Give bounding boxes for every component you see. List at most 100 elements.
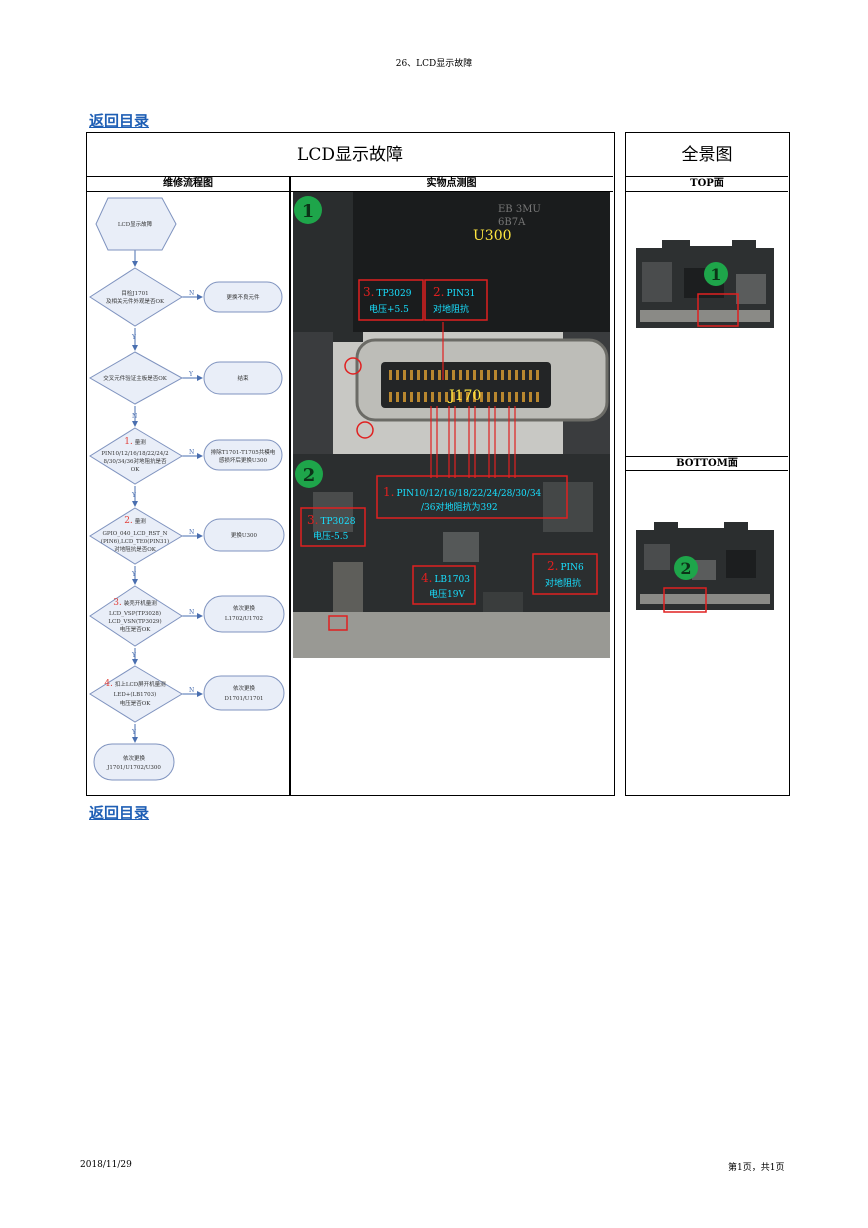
back-to-toc-link-top[interactable]: 返回目录	[89, 112, 150, 130]
repair-table: LCD显示故障 维修流程图 实物点测图	[86, 132, 615, 796]
flow-d4-line: GPIO_040_LCD_RST_N	[103, 531, 168, 537]
flow-result-3	[203, 439, 283, 471]
chip-marking: EB 3MU	[498, 204, 541, 215]
yes-label: Y	[131, 729, 137, 736]
flow-r3-line: 感损坏后更换U300	[219, 456, 268, 464]
connector-label: J170	[447, 388, 481, 404]
annotation-text: 电压19V	[429, 588, 465, 600]
flow-d3-line: PIN10/12/16/18/22/24/2	[101, 451, 168, 457]
annotation-box	[376, 475, 568, 519]
flow-d5-line: LCD_VSN(TP3029)	[108, 618, 161, 625]
table-title: LCD显示故障	[87, 133, 613, 177]
svg-text:1: 1	[710, 265, 721, 284]
flow-result-6	[203, 675, 285, 711]
flow-r4-text: 更换U300	[231, 531, 258, 539]
flow-result-1	[203, 281, 283, 313]
flow-d3-line: OK	[131, 467, 141, 473]
flow-end-line: J1701/U1702/U300	[106, 765, 161, 771]
annotation-box	[300, 507, 366, 547]
no-label: N	[189, 290, 194, 297]
flow-r6-line: D1701/U1701	[225, 696, 264, 702]
flow-r1-text: 更换不良元件	[226, 293, 260, 301]
flow-d6-line: 4.扣上LCD屏开机量测	[104, 679, 166, 689]
annotation-text: 4.LB1703	[421, 571, 470, 585]
flow-decision-5	[89, 585, 183, 647]
footer-date: 2018/11/29	[80, 1160, 132, 1170]
yes-label: Y	[188, 371, 194, 378]
flow-r2-text: 结束	[237, 374, 249, 382]
annotation-text: 2.PIN31	[433, 285, 475, 299]
svg-text:1: 1	[302, 201, 315, 222]
repair-flowchart: N Y N N N N Y N Y Y Y Y LCD显示故障 目检J1701 …	[89, 197, 285, 781]
flow-r6-line: 依次更换	[233, 684, 256, 692]
annotation-text: 电压-5.5	[313, 530, 349, 542]
flow-decision-2	[89, 351, 184, 405]
footer-page: 第1页，共1页	[728, 1163, 785, 1173]
bottom-badge-icon	[674, 556, 698, 580]
top-board-photo: 1	[636, 240, 774, 328]
page-header: 26、LCD显示故障	[395, 59, 473, 69]
flow-d5-line: 电压是否OK	[120, 625, 152, 633]
board-photo: 1 2 U300 EB 3MU 6B7A J170 3.TP3029 电压+5.…	[293, 192, 610, 658]
flow-r5-line: L1702/U1702	[225, 616, 263, 622]
annotation-text: 对地阻抗	[545, 577, 581, 589]
flow-d3-line: 1.量测	[124, 437, 146, 447]
yes-label: Y	[131, 571, 137, 578]
flow-end-line: 依次更换	[123, 754, 146, 762]
annotation-box	[532, 553, 598, 595]
annotation-text: 3.TP3028	[307, 513, 356, 527]
badge-2-icon	[295, 460, 323, 488]
annotation-text: /36对地阻抗为392	[421, 501, 498, 513]
flow-d6-line: 电压是否OK	[120, 699, 152, 707]
flow-end	[93, 743, 175, 781]
flow-d4-line: (PIN6),LCD_TE0(PIN31)	[101, 538, 169, 545]
flow-result-2	[203, 361, 283, 395]
overview-table: 全景图 TOP面 BOTTOM面	[625, 132, 790, 796]
annotation-box	[328, 615, 348, 631]
no-label: N	[132, 413, 137, 420]
flow-d5-line: LCD_VSP(TP3028)	[109, 610, 161, 617]
annotation-text: 1.PIN10/12/16/18/22/24/28/30/34	[383, 485, 542, 499]
no-label: N	[189, 529, 194, 536]
flow-decision-1	[89, 267, 183, 327]
flow-d3-line: 8/30/34/36对地阻抗是否	[103, 457, 167, 465]
flow-d5-line: 3.装壳开机量测	[113, 598, 157, 608]
no-label: N	[189, 687, 194, 694]
badge-1-icon	[294, 196, 322, 224]
col-bottom-header: BOTTOM面	[626, 456, 788, 471]
flow-result-5	[203, 595, 285, 633]
annotation-text: 电压+5.5	[369, 303, 409, 315]
flow-d4-line: 2.量测	[124, 516, 146, 526]
col-top-header: TOP面	[626, 177, 788, 192]
flow-d6-line: LED+(LB1703)	[114, 691, 157, 698]
overview-title: 全景图	[626, 133, 788, 177]
yes-label: Y	[131, 334, 137, 341]
flow-decision-4	[89, 507, 183, 565]
col-flow-header: 维修流程图	[87, 177, 290, 192]
bottom-board-photo: 2	[636, 522, 774, 613]
svg-text:2: 2	[680, 559, 691, 578]
no-label: N	[189, 609, 194, 616]
flow-r3-line: 排除T1701-T1705共模电	[211, 448, 276, 456]
annotation-text: 对地阻抗	[433, 303, 469, 315]
svg-text:2: 2	[303, 465, 316, 486]
flow-decision-6	[89, 665, 183, 723]
back-to-toc-link-bottom[interactable]: 返回目录	[89, 804, 150, 822]
flow-d1-line: 目检J1701	[121, 289, 148, 297]
annotation-box	[358, 279, 424, 321]
annotation-text: 3.TP3029	[363, 285, 412, 299]
flow-decision-3	[89, 427, 183, 485]
chip-marking: 6B7A	[498, 217, 526, 228]
flow-start-text: LCD显示故障	[118, 220, 153, 228]
chip-label: U300	[473, 228, 512, 244]
yes-label: Y	[131, 652, 137, 659]
col-photo-header: 实物点测图	[290, 177, 613, 192]
no-label: N	[189, 449, 194, 456]
annotation-box	[412, 565, 476, 605]
annotation-box	[424, 279, 488, 321]
column-divider	[289, 177, 291, 795]
flow-result-4	[203, 518, 285, 552]
yes-label: Y	[131, 492, 137, 499]
flow-r5-line: 依次更换	[233, 604, 256, 612]
annotation-text: 2.PIN6	[547, 559, 584, 573]
